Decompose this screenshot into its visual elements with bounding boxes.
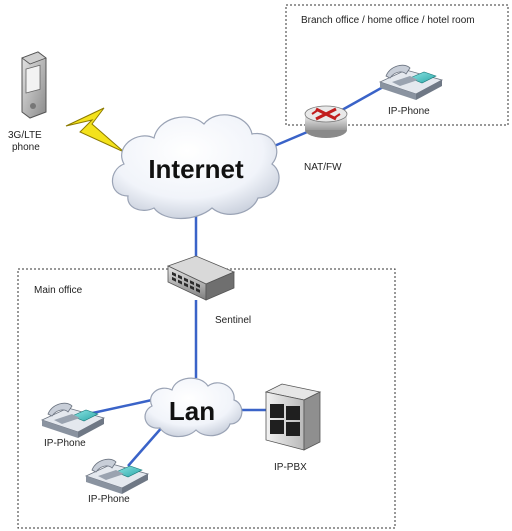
lan-label: Lan [169, 396, 215, 426]
link-lan-phone2 [127, 424, 165, 467]
branch-office-zone: Branch office / home office / hotel room [285, 4, 509, 126]
branch-ip-phone-icon [378, 64, 444, 100]
branch-zone-label: Branch office / home office / hotel room [301, 15, 475, 26]
mobile-label-line2: phone [12, 142, 40, 153]
switch-icon [166, 255, 236, 301]
main-zone-label: Main office [34, 285, 83, 296]
ip-pbx-icon [264, 383, 322, 451]
internet-cloud-icon: Internet [111, 114, 280, 219]
wireless-lightning-icon [65, 107, 125, 153]
pbx-label: IP-PBX [274, 462, 307, 473]
router-icon [304, 105, 348, 138]
router-label: NAT/FW [304, 162, 342, 173]
lan-ip-phone-1-icon [40, 402, 106, 438]
mobile-label-line1: 3G/LTE [8, 130, 42, 141]
lan-cloud-icon: Lan [144, 377, 243, 438]
mobile-phone-icon [21, 51, 47, 119]
lan-phone-1-label: IP-Phone [44, 438, 86, 449]
lan-ip-phone-2-icon [84, 458, 150, 494]
branch-phone-label: IP-Phone [388, 106, 430, 117]
internet-label: Internet [148, 154, 244, 184]
link-lan-phone1 [87, 398, 153, 416]
switch-label: Sentinel [215, 315, 251, 326]
lan-phone-2-label: IP-Phone [88, 494, 130, 505]
